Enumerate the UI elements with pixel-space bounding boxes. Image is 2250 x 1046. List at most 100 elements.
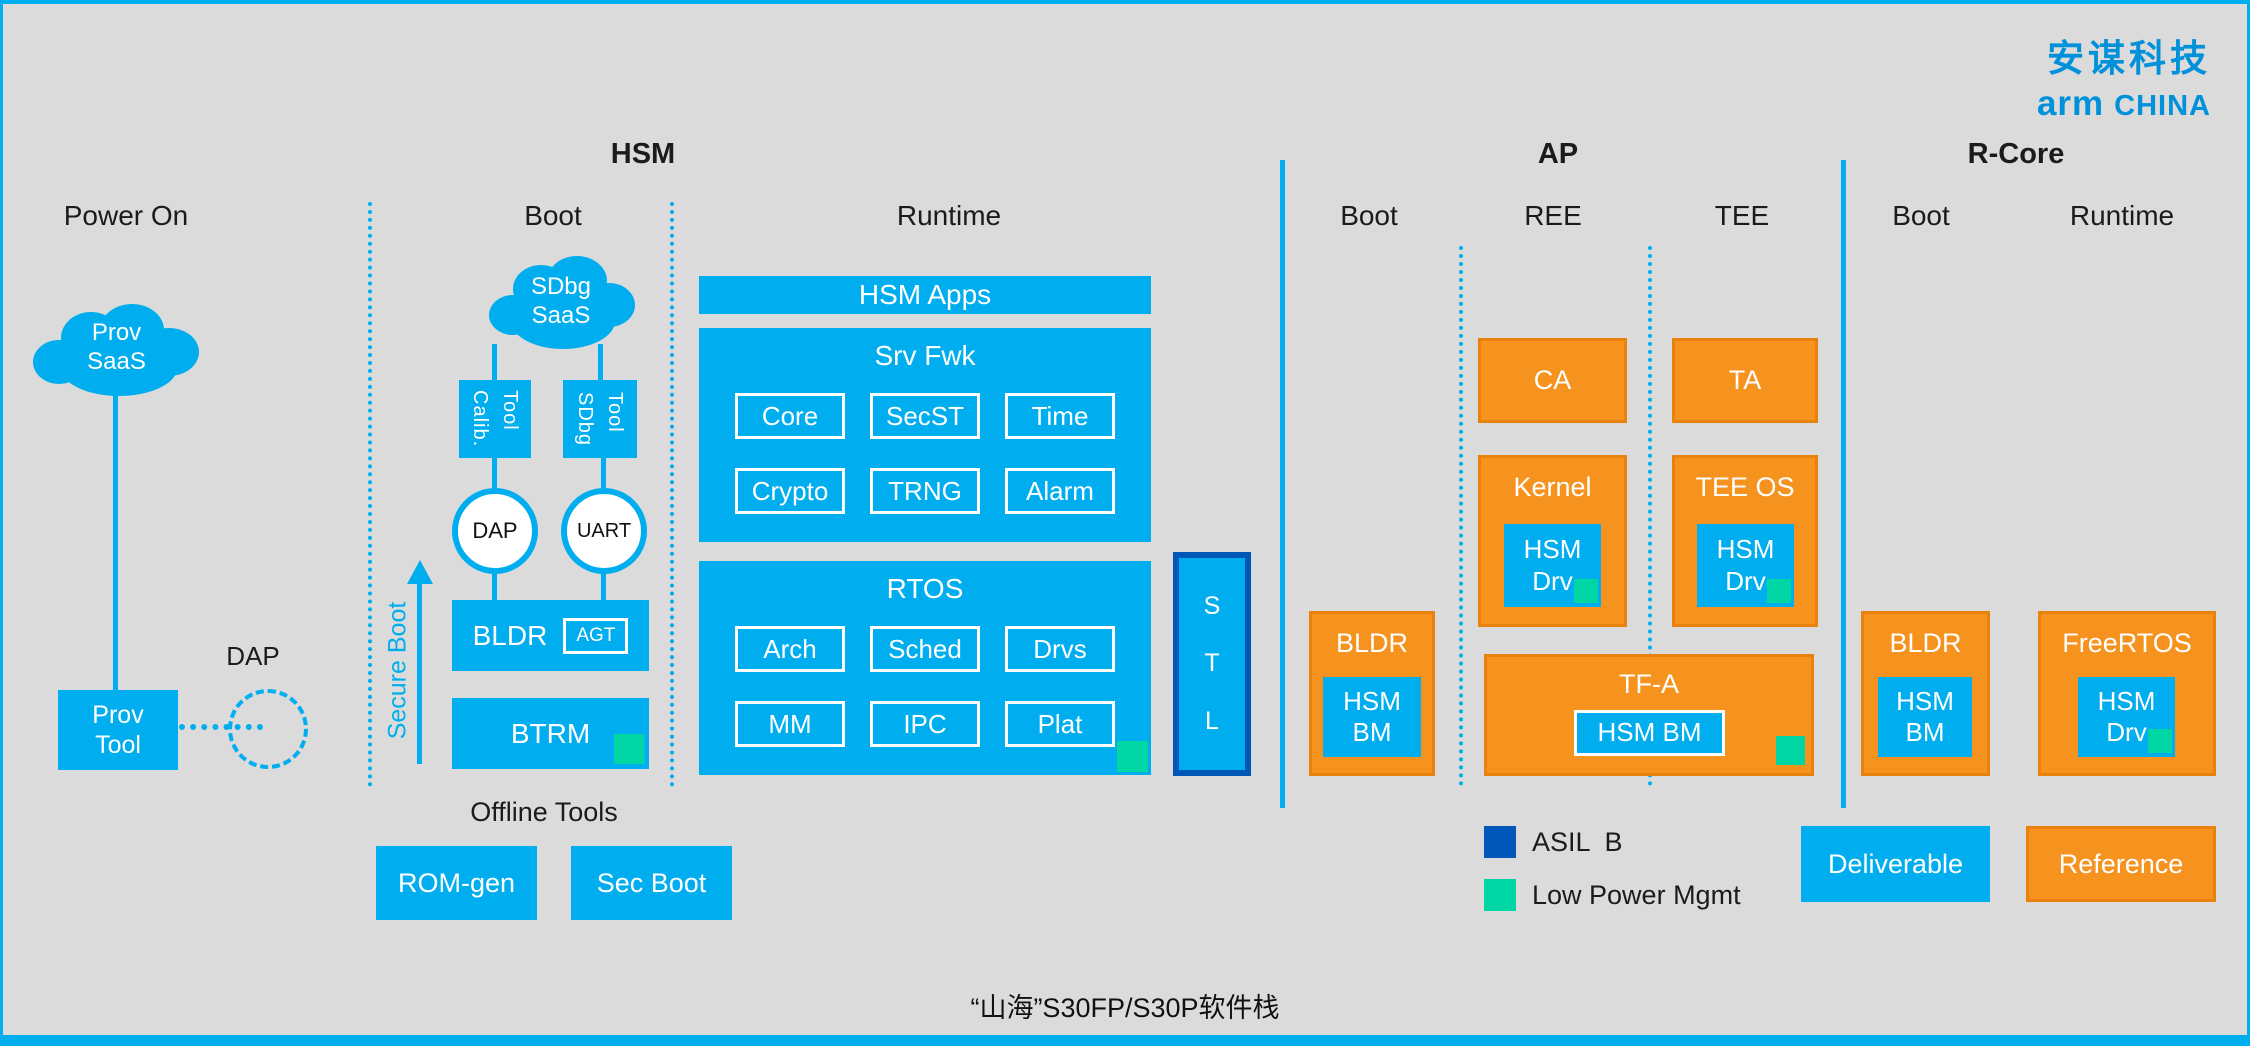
dotted-separator-ree-tee: [1648, 246, 1652, 786]
srv-module-alarm: Alarm: [1005, 468, 1115, 514]
connector-cloud-sdbgtool: [598, 344, 603, 384]
rtos-module-arch: Arch: [735, 626, 845, 672]
srv-module-crypto: Crypto: [735, 468, 845, 514]
column-label-hsm-boot: Boot: [524, 200, 582, 231]
srv-fwk-row-2: Crypto TRNG Alarm: [735, 468, 1115, 514]
cloud-shape: [33, 304, 199, 396]
solid-divider-hsm-ap: [1280, 160, 1285, 808]
srv-module-core: Core: [735, 393, 845, 439]
freertos-label: FreeRTOS: [2062, 628, 2192, 658]
rtos-module-drvs: Drvs: [1005, 626, 1115, 672]
sdbg-saas-cloud: SDbg SaaS: [485, 249, 637, 355]
offline-tools-label: Offline Tools: [470, 796, 618, 827]
connector-dap-bldr: [492, 572, 497, 602]
rcore-bldr-label: BLDR: [1889, 628, 1962, 658]
legend-lowpower-swatch: [1484, 879, 1516, 911]
dap-interface-circle: DAP: [452, 488, 538, 574]
ap-bldr-hsm-bm-box: HSM BM: [1323, 677, 1421, 757]
rtos-module-plat: Plat: [1005, 701, 1115, 747]
reference-box: Reference: [2026, 826, 2216, 902]
logo-latin-name: arm CHINA: [2037, 84, 2211, 124]
btrm-label: BTRM: [510, 717, 591, 749]
srv-fwk-row-1: Core SecST Time: [735, 393, 1115, 439]
tee-os-label: TEE OS: [1695, 472, 1795, 502]
dap-port-label: DAP: [226, 640, 280, 671]
connector-sdbg-uartcircle: [601, 456, 606, 490]
connector-calib-dapcircle: [492, 456, 497, 490]
kernel-hsm-drv-box: HSM Drv: [1504, 524, 1601, 607]
low-power-indicator: [2148, 729, 2172, 753]
column-label-ap-tee: TEE: [1714, 200, 1770, 231]
srv-module-time: Time: [1005, 393, 1115, 439]
srv-fwk-title: Srv Fwk: [874, 340, 976, 371]
prov-saas-cloud: Prov SaaS: [29, 296, 204, 400]
bldr-label: BLDR: [472, 619, 548, 651]
column-label-ap-ree: REE: [1524, 200, 1582, 231]
sec-boot-box: Sec Boot: [571, 846, 732, 920]
uart-interface-circle: UART: [561, 488, 647, 574]
rcore-bldr-box: BLDR HSM BM: [1861, 611, 1990, 776]
stl-box: S T L: [1173, 552, 1251, 776]
prov-saas-label: Prov SaaS: [87, 319, 146, 375]
slide-caption: “山海”S30FP/S30P软件栈: [970, 993, 1280, 1023]
low-power-indicator: [614, 734, 644, 764]
rtos-row-2: MM IPC Plat: [735, 701, 1115, 747]
kernel-label: Kernel: [1513, 472, 1592, 502]
low-power-indicator: [1767, 579, 1791, 603]
ap-bldr-label: BLDR: [1335, 628, 1409, 658]
agt-box: AGT: [563, 617, 629, 654]
column-label-rcore-boot: Boot: [1892, 200, 1950, 231]
section-title-ap: AP: [1537, 137, 1579, 170]
section-title-hsm: HSM: [610, 137, 676, 170]
connector-cloud-calibtool: [492, 344, 497, 384]
tee-hsm-drv-box: HSM Drv: [1697, 524, 1794, 607]
legend-asil-label: ASIL B: [1532, 826, 1623, 857]
logo-chinese-name: 安谋科技: [2047, 38, 2211, 79]
legend-asil-swatch: [1484, 826, 1516, 858]
cloud-shape: [489, 256, 635, 349]
section-title-rcore: R-Core: [1967, 137, 2065, 170]
column-label-rcore-runtime: Runtime: [2069, 200, 2175, 231]
sdbg-tool-label: SDbg Tool: [574, 391, 626, 447]
srv-fwk-panel: Srv Fwk Core SecST Time Crypto TRNG Alar…: [699, 328, 1151, 542]
low-power-indicator: [1776, 736, 1805, 765]
logo-china-wordmark: CHINA: [2114, 90, 2211, 122]
rtos-panel: RTOS Arch Sched Drvs MM IPC Plat: [699, 561, 1151, 775]
secure-boot-arrow-line: [417, 580, 422, 764]
rom-gen-box: ROM-gen: [376, 846, 537, 920]
prov-tool-box: Prov Tool: [58, 690, 178, 770]
rtos-module-mm: MM: [735, 701, 845, 747]
btrm-box: BTRM: [452, 698, 649, 769]
kernel-hsm-drv-label: HSM Drv: [1523, 534, 1582, 596]
deliverable-box: Deliverable: [1801, 826, 1990, 902]
connector-provsaas-provtool: [113, 392, 118, 692]
ta-box: TA: [1672, 338, 1818, 423]
freertos-hsm-drv-label: HSM Drv: [2097, 685, 2156, 747]
secure-boot-label: Secure Boot: [383, 601, 412, 739]
tfa-label: TF-A: [1619, 669, 1679, 699]
ap-bldr-box: BLDR HSM BM: [1309, 611, 1435, 776]
low-power-indicator: [1117, 741, 1148, 772]
hsm-apps-bar: HSM Apps: [699, 276, 1151, 314]
connector-uart-bldr: [601, 572, 606, 602]
freertos-hsm-drv-box: HSM Drv: [2078, 677, 2175, 757]
legend-lowpower-label: Low Power Mgmt: [1532, 879, 1741, 910]
solid-divider-tee-rcore: [1841, 160, 1846, 808]
rtos-module-ipc: IPC: [870, 701, 980, 747]
dotted-separator-poweron-boot: [368, 202, 372, 787]
srv-module-secst: SecST: [870, 393, 980, 439]
column-label-power-on: Power On: [63, 200, 189, 231]
calib-tool-box: Calib. Tool: [459, 380, 531, 458]
low-power-indicator: [1574, 579, 1598, 603]
tfa-box: TF-A HSM BM: [1484, 654, 1814, 776]
kernel-box: Kernel HSM Drv: [1478, 455, 1627, 627]
rtos-title: RTOS: [886, 573, 964, 604]
secure-boot-label-wrap: Secure Boot: [343, 570, 453, 770]
logo-arm-wordmark: arm: [2036, 84, 2105, 123]
tee-hsm-drv-label: HSM Drv: [1716, 534, 1775, 596]
sdbg-tool-box: SDbg Tool: [563, 380, 637, 458]
column-label-hsm-runtime: Runtime: [896, 200, 1002, 231]
srv-module-trng: TRNG: [870, 468, 980, 514]
dotted-separator-apboot-ree: [1459, 246, 1463, 786]
